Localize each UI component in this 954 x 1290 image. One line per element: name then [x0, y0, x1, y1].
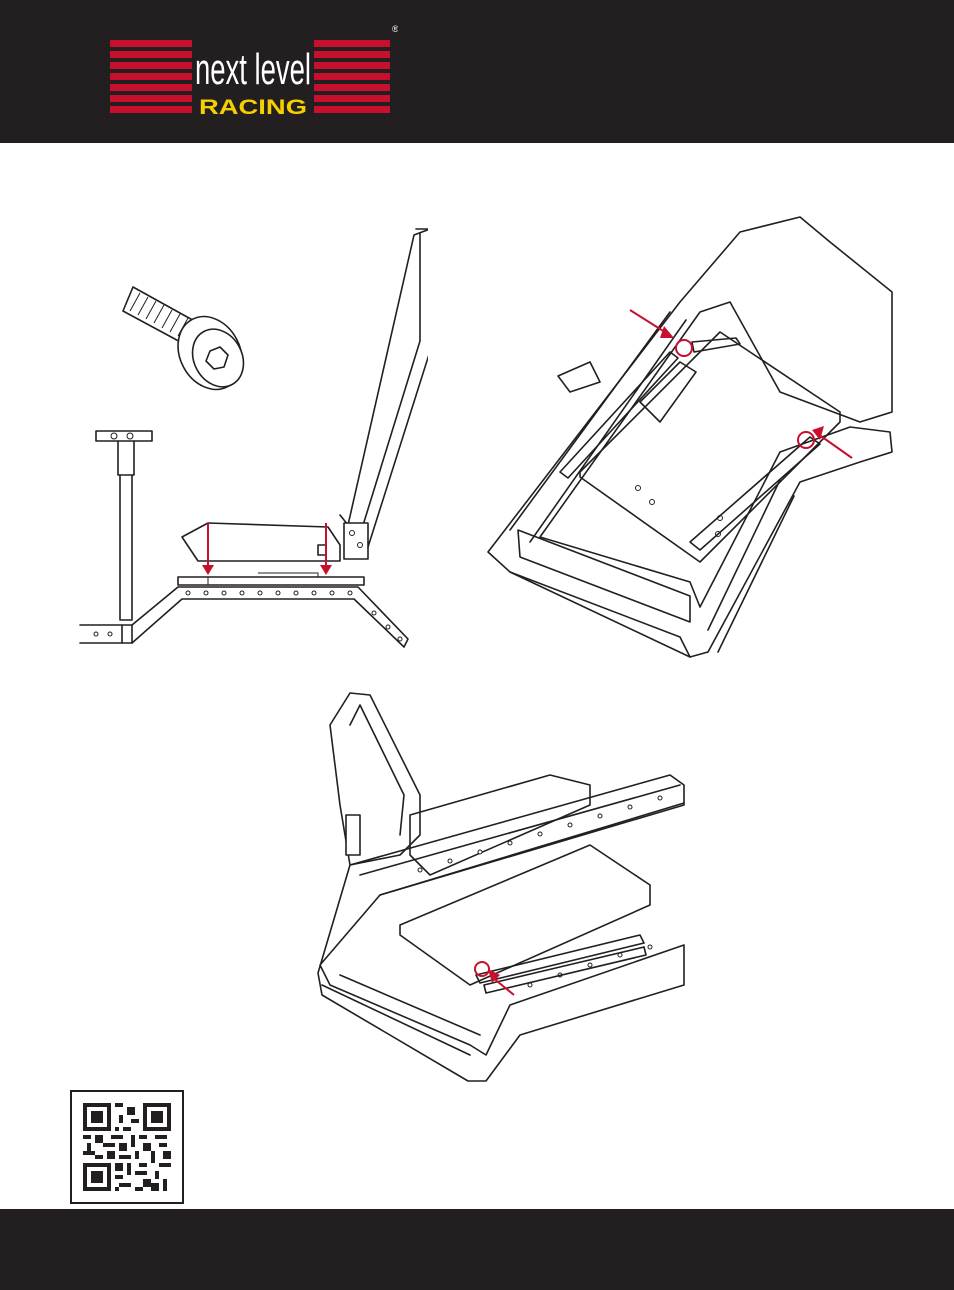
footer-bar [0, 1209, 954, 1290]
base-frame [80, 587, 408, 647]
qr-code-icon [83, 1103, 171, 1191]
seat-placement-side-view [78, 215, 428, 655]
seat-back [330, 693, 420, 865]
chassis-frame [488, 217, 892, 657]
seat-rail-bolt-rear-view [300, 685, 690, 1085]
bolt-icon [123, 287, 254, 401]
logo-wordmark: next level [195, 45, 311, 94]
registered-mark: ® [392, 24, 398, 34]
qr-code[interactable] [70, 1090, 184, 1204]
seat-side [182, 229, 428, 561]
bolt-arrows [630, 310, 852, 458]
placement-arrows [202, 523, 332, 575]
seat-rail-bolt-front-view [480, 212, 900, 660]
header-bar: next level RACING ® [0, 0, 954, 143]
pedal-post [96, 431, 152, 620]
logo-racing: RACING [199, 96, 307, 118]
chassis-frame [318, 775, 684, 1081]
brand-logo: next level RACING ® [108, 22, 398, 118]
bolt-position-marker-upper [676, 340, 692, 356]
next-level-racing-logo: next level RACING ® [108, 22, 398, 118]
